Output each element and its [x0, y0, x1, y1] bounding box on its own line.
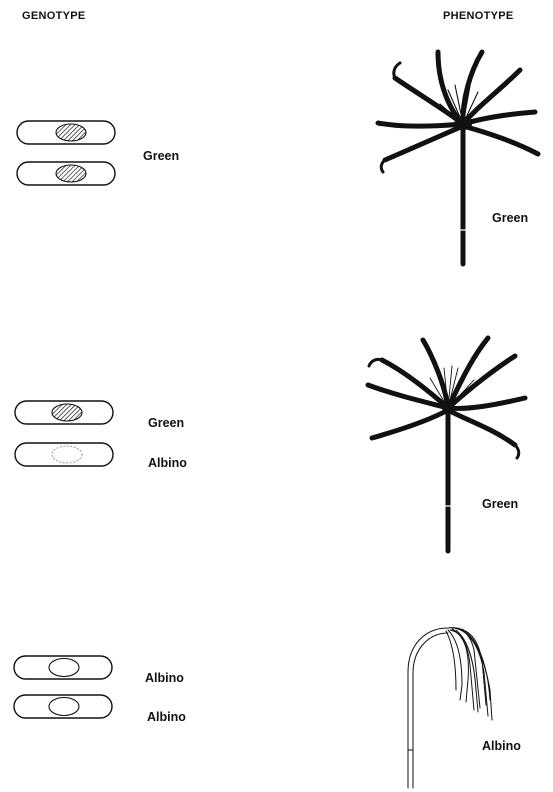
green-allele-marker: [56, 165, 86, 182]
green-seedling-2: [368, 338, 525, 551]
green-allele-marker: [56, 124, 86, 141]
chromosome-row2-bottom: [15, 443, 113, 466]
albino-allele-marker: [49, 698, 79, 716]
chromosome-row1-top: [17, 121, 115, 144]
green-seedling-1: [378, 52, 538, 264]
albino-allele-marker: [52, 446, 82, 463]
chromosome-row3-bottom: [14, 695, 112, 718]
chromosome-row1-bottom: [17, 162, 115, 185]
green-allele-marker: [52, 404, 82, 421]
chromosome-row2-top: [15, 401, 113, 424]
chromosome-row3-top: [14, 656, 112, 679]
albino-allele-marker: [49, 659, 79, 677]
albino-seedling: [408, 628, 492, 788]
